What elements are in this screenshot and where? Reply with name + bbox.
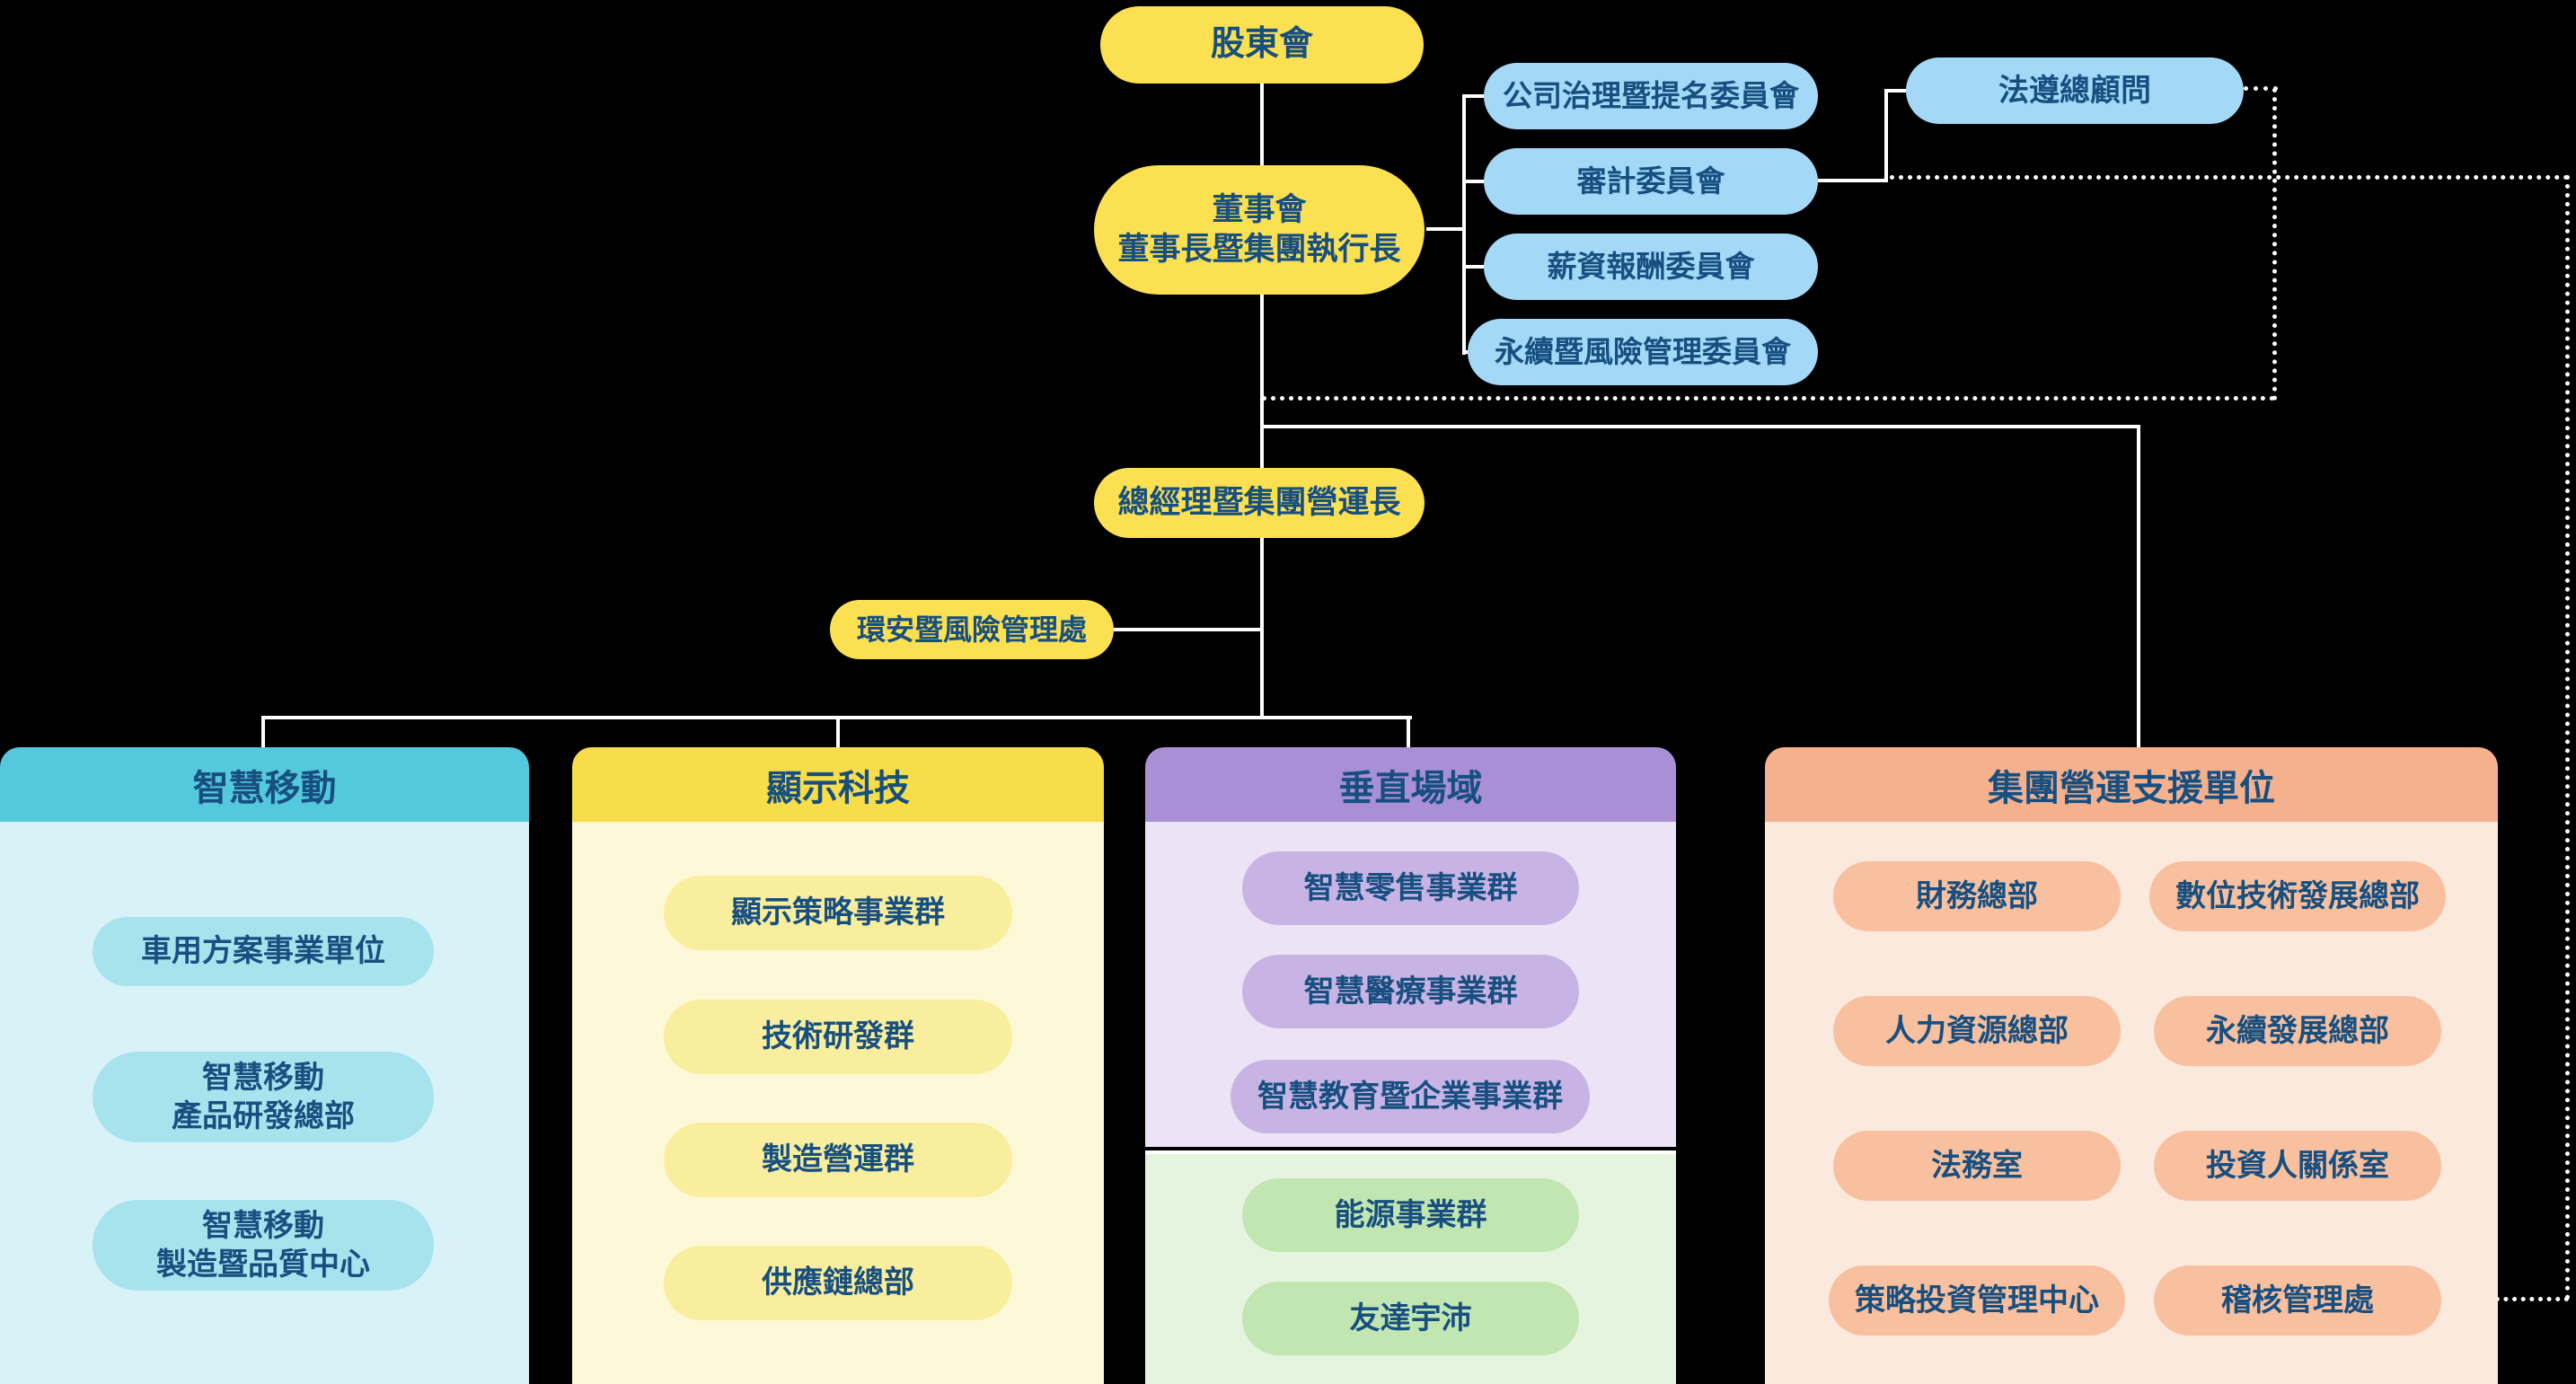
committee-sustainability-risk-label: 永續暨風險管理委員會 bbox=[1495, 335, 1791, 369]
committee-governance-label: 公司治理暨提名委員會 bbox=[1503, 79, 1799, 113]
unit-sustainability-hq: 永續發展總部 bbox=[2154, 996, 2441, 1066]
connector-committees-bracket-v bbox=[1462, 94, 1466, 355]
connector-vertical-stub bbox=[1407, 716, 1410, 748]
node-ehs-label: 環安暨風險管理處 bbox=[856, 613, 1087, 646]
node-compliance-counsel: 法遵總顧問 bbox=[1906, 57, 2244, 124]
panel-display-tech-header: 顯示科技 bbox=[572, 747, 1104, 822]
node-board: 董事會 董事長暨集團執行長 bbox=[1094, 165, 1425, 295]
unit-energy: 能源事業群 bbox=[1242, 1178, 1579, 1252]
unit-smart-medical: 智慧醫療事業群 bbox=[1242, 955, 1579, 1028]
node-board-line2: 董事長暨集團執行長 bbox=[1117, 232, 1401, 267]
unit-label: 供應鏈總部 bbox=[762, 1265, 914, 1300]
node-shareholders: 股東會 bbox=[1100, 6, 1424, 84]
unit-strategic-investment: 策略投資管理中心 bbox=[1829, 1265, 2125, 1336]
panel-support-units-header: 集團營運支援單位 bbox=[1765, 747, 2498, 822]
node-president-label: 總經理暨集團營運長 bbox=[1117, 485, 1401, 521]
unit-mobility-mfg-quality: 智慧移動 製造暨品質中心 bbox=[93, 1200, 434, 1291]
unit-label: 智慧移動 bbox=[202, 1209, 324, 1243]
unit-label: 能源事業群 bbox=[1334, 1197, 1487, 1232]
unit-automotive-solutions: 車用方案事業單位 bbox=[93, 917, 434, 986]
unit-supply-chain: 供應鏈總部 bbox=[664, 1246, 1012, 1320]
node-ehs: 環安暨風險管理處 bbox=[830, 600, 1114, 659]
unit-label: 製造暨品質中心 bbox=[156, 1247, 370, 1282]
unit-label: 人力資源總部 bbox=[1885, 1013, 2069, 1048]
unit-label: 製造營運群 bbox=[762, 1142, 914, 1177]
connector-shareholders-board bbox=[1260, 83, 1264, 167]
unit-mfg-operations: 製造營運群 bbox=[664, 1123, 1012, 1197]
unit-auo-envirotech: 友達宇沛 bbox=[1242, 1282, 1579, 1355]
dotted-compliance-to-ceo-line bbox=[1262, 396, 2275, 401]
dotted-audit-mgmt-link bbox=[2443, 1297, 2569, 1301]
panel-smart-mobility-header: 智慧移動 bbox=[0, 747, 529, 822]
connector-audit-compliance-h1 bbox=[1818, 179, 1888, 182]
unit-label: 法務室 bbox=[1931, 1148, 2023, 1183]
committee-audit: 審計委員會 bbox=[1484, 148, 1818, 215]
connector-display-stub bbox=[836, 716, 840, 748]
connector-committee3-stub bbox=[1462, 265, 1487, 269]
dotted-compliance-right bbox=[2244, 86, 2278, 91]
connector-audit-compliance-h2 bbox=[1884, 89, 1910, 93]
connector-mobility-stub bbox=[261, 716, 265, 748]
unit-label: 技術研發群 bbox=[762, 1019, 914, 1054]
unit-digital-tech-hq: 數位技術發展總部 bbox=[2149, 861, 2446, 931]
unit-label: 智慧教育暨企業事業群 bbox=[1257, 1079, 1563, 1114]
unit-label: 策略投資管理中心 bbox=[1855, 1283, 2099, 1318]
node-president: 總經理暨集團營運長 bbox=[1094, 468, 1425, 538]
unit-label: 產品研發總部 bbox=[172, 1098, 355, 1133]
unit-label: 稽核管理處 bbox=[2221, 1283, 2374, 1318]
node-compliance-counsel-label: 法遵總顧問 bbox=[1998, 73, 2151, 108]
unit-label: 智慧零售事業群 bbox=[1303, 870, 1518, 905]
committee-governance: 公司治理暨提名委員會 bbox=[1484, 63, 1818, 129]
panel-vertical-domains-header: 垂直場域 bbox=[1145, 747, 1676, 822]
unit-label: 顯示策略事業群 bbox=[731, 895, 945, 930]
unit-label: 友達宇沛 bbox=[1349, 1300, 1472, 1336]
panel-display-tech: 顯示科技 bbox=[572, 747, 1104, 1384]
unit-mobility-rd-hq: 智慧移動 產品研發總部 bbox=[93, 1052, 434, 1142]
unit-hr-hq: 人力資源總部 bbox=[1833, 996, 2121, 1066]
connector-support-branch-v bbox=[2137, 425, 2140, 748]
unit-smart-retail: 智慧零售事業群 bbox=[1242, 851, 1579, 925]
connector-president-distribution bbox=[1260, 537, 1264, 719]
committee-compensation: 薪資報酬委員會 bbox=[1484, 234, 1818, 300]
committee-sustainability-risk: 永續暨風險管理委員會 bbox=[1468, 319, 1818, 385]
node-board-line1: 董事會 bbox=[1212, 192, 1307, 228]
unit-display-strategy: 顯示策略事業群 bbox=[664, 876, 1012, 950]
connector-board-president bbox=[1260, 295, 1264, 471]
unit-label: 永續發展總部 bbox=[2206, 1013, 2389, 1048]
unit-label: 數位技術發展總部 bbox=[2175, 878, 2420, 913]
unit-label: 車用方案事業單位 bbox=[141, 934, 385, 969]
connector-committee2-stub bbox=[1462, 180, 1487, 183]
unit-audit-management: 稽核管理處 bbox=[2154, 1265, 2441, 1336]
unit-label: 投資人關係室 bbox=[2206, 1148, 2389, 1183]
dotted-audit-right bbox=[1890, 175, 2569, 180]
connector-support-branch-h bbox=[1260, 425, 2140, 428]
committee-compensation-label: 薪資報酬委員會 bbox=[1547, 250, 1755, 284]
dotted-right-edge-down bbox=[2565, 175, 2570, 1300]
connector-board-committees-h bbox=[1426, 227, 1466, 231]
connector-committee1-stub bbox=[1462, 94, 1487, 98]
unit-label: 智慧移動 bbox=[202, 1061, 324, 1095]
unit-legal-office: 法務室 bbox=[1833, 1131, 2121, 1201]
committee-audit-label: 審計委員會 bbox=[1576, 164, 1725, 198]
unit-label: 智慧醫療事業群 bbox=[1303, 974, 1518, 1009]
dotted-compliance-down bbox=[2272, 88, 2277, 401]
unit-investor-relations: 投資人關係室 bbox=[2154, 1131, 2441, 1201]
unit-finance-hq: 財務總部 bbox=[1833, 861, 2121, 931]
unit-tech-rd: 技術研發群 bbox=[664, 1000, 1012, 1074]
unit-smart-education-enterprise: 智慧教育暨企業事業群 bbox=[1231, 1060, 1590, 1133]
unit-label: 財務總部 bbox=[1916, 878, 2038, 913]
connector-ehs bbox=[1114, 628, 1262, 631]
node-shareholders-label: 股東會 bbox=[1210, 25, 1313, 64]
connector-audit-compliance-v bbox=[1884, 89, 1888, 182]
